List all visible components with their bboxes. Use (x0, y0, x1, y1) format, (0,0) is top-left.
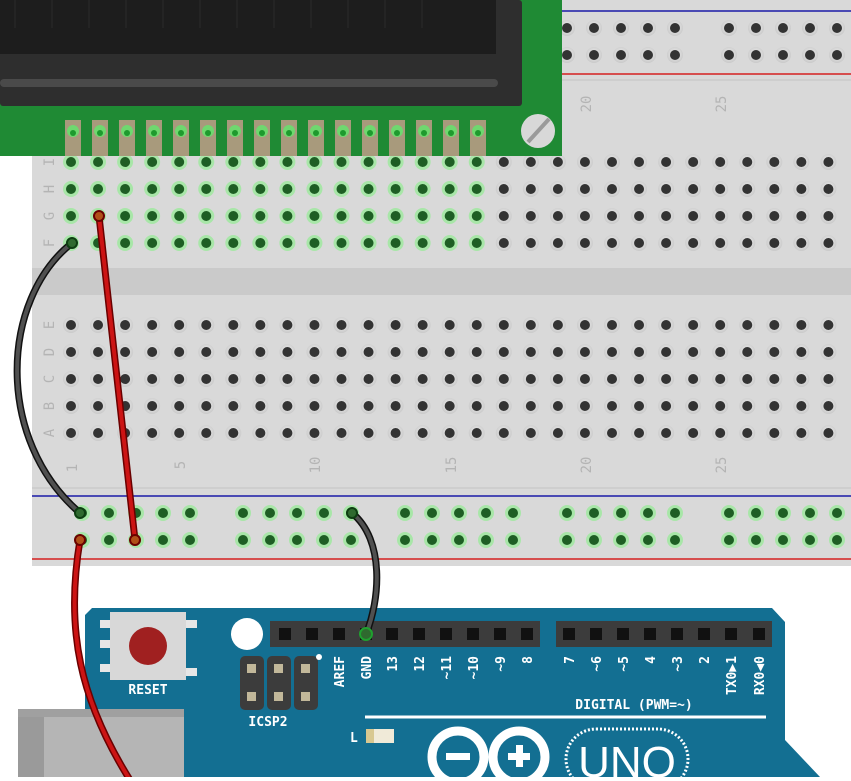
svg-text:~3: ~3 (671, 656, 686, 672)
reset-button[interactable] (100, 612, 197, 680)
uno-badge: UNO (564, 727, 690, 781)
mounting-hole (231, 618, 263, 650)
reset-button-cap[interactable] (129, 627, 167, 665)
svg-text:4: 4 (644, 656, 659, 664)
column-labels: 20 25 1 5 10 15 20 25 (65, 96, 730, 474)
svg-text:AREF: AREF (333, 656, 348, 687)
arduino-uno[interactable]: RESET ICSP2 AREF GND 13 12 ~11 ~10 ~9 8 7 ~6 ~5 4 ~3… (18, 608, 820, 781)
digital-pwm-label: DIGITAL (PWM=~) (575, 698, 692, 713)
svg-text:12: 12 (413, 656, 428, 672)
lcd-character-cells (14, 0, 423, 28)
icsp2-header (240, 654, 322, 710)
row-label-b: B (42, 402, 58, 410)
icsp2-label: ICSP2 (248, 715, 287, 730)
black-wire-lcd-to-rail[interactable] (13, 237, 86, 519)
row-label-f: F (42, 239, 58, 247)
wires[interactable] (13, 210, 381, 781)
svg-text:~11: ~11 (440, 656, 455, 680)
header-pin-labels: AREF GND 13 12 ~11 ~10 ~9 8 7 ~6 ~5 4 ~3 2 TX0▶1 RX0◀0 (333, 656, 768, 695)
svg-text:7: 7 (563, 656, 578, 664)
svg-text:RX0◀0: RX0◀0 (753, 656, 768, 695)
red-wire-lcd-to-rail[interactable] (93, 210, 141, 546)
col-label-top-25: 25 (714, 96, 730, 113)
row-label-i: I (42, 158, 58, 166)
svg-text:13: 13 (386, 656, 401, 672)
col-label-1: 1 (65, 464, 81, 472)
lcd-bezel-ridge (0, 79, 498, 87)
col-label-5: 5 (173, 461, 189, 469)
row-label-c: C (42, 375, 58, 383)
header-pins[interactable] (279, 628, 765, 640)
center-channel (32, 268, 851, 295)
row-label-e: E (42, 321, 58, 329)
svg-text:GND: GND (360, 656, 375, 680)
col-label-15: 15 (444, 457, 460, 474)
row-label-g: G (42, 212, 58, 220)
red-wire-rail-to-5v[interactable] (70, 534, 134, 781)
lcd-mount-screw-icon (521, 114, 555, 148)
svg-text:TX0▶1: TX0▶1 (725, 656, 740, 695)
arduino-board (85, 608, 820, 777)
uno-label: UNO (578, 738, 676, 777)
lcd-pins (65, 120, 486, 156)
lcd-module[interactable] (0, 0, 562, 156)
row-label-a: A (42, 428, 58, 437)
svg-text:~5: ~5 (617, 656, 632, 672)
col-label-10: 10 (308, 457, 324, 474)
svg-text:~6: ~6 (590, 656, 605, 672)
svg-text:2: 2 (698, 656, 713, 664)
led-l-label: L (350, 731, 358, 746)
row-labels: I H G F E D C B A (42, 158, 58, 437)
row-label-h: H (42, 185, 58, 193)
col-label-20: 20 (579, 457, 595, 474)
arduino-logo-icon (427, 726, 550, 781)
row-label-d: D (42, 348, 58, 356)
reset-label: RESET (128, 683, 167, 698)
svg-text:~10: ~10 (467, 656, 482, 680)
col-label-top-20: 20 (579, 96, 595, 113)
col-label-25: 25 (714, 457, 730, 474)
lcd-screen (0, 0, 496, 54)
svg-text:8: 8 (521, 656, 536, 664)
svg-text:~9: ~9 (494, 656, 509, 672)
black-wire-rail-to-gnd[interactable] (346, 507, 381, 641)
digital-header-right (556, 621, 772, 647)
